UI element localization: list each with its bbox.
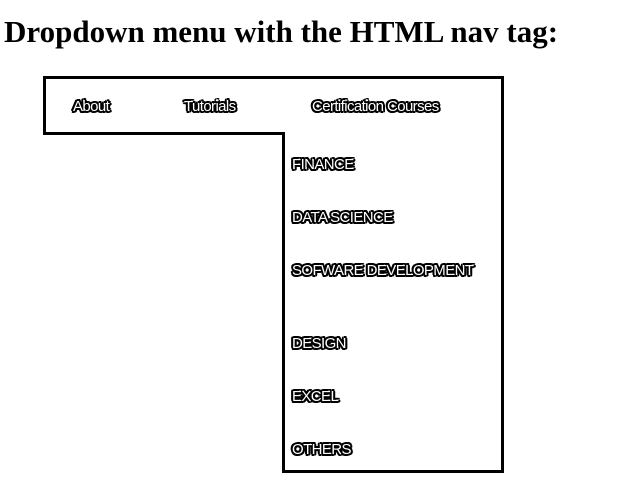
dropdown-item-design[interactable]: DESIGN [292,335,347,352]
nav-bar-frame [43,76,504,135]
nav-bar-divider [43,132,285,135]
dropdown-item-data-science[interactable]: DATA SCIENCE [292,209,393,226]
dropdown-item-excel[interactable]: EXCEL [292,388,339,405]
dropdown-item-others[interactable]: OTHERS [292,441,352,458]
page-title: Dropdown menu with the HTML nav tag: [4,14,559,49]
dropdown-item-software-development[interactable]: SOFWARE DEVELOPMENT [292,262,474,279]
nav-link-tutorials[interactable]: Tutorials [184,98,236,115]
dropdown-panel [282,132,504,473]
nav-link-about[interactable]: About [73,98,110,115]
nav-link-certification-courses[interactable]: Certification Courses [312,98,439,115]
dropdown-item-finance[interactable]: FINANCE [292,156,354,173]
